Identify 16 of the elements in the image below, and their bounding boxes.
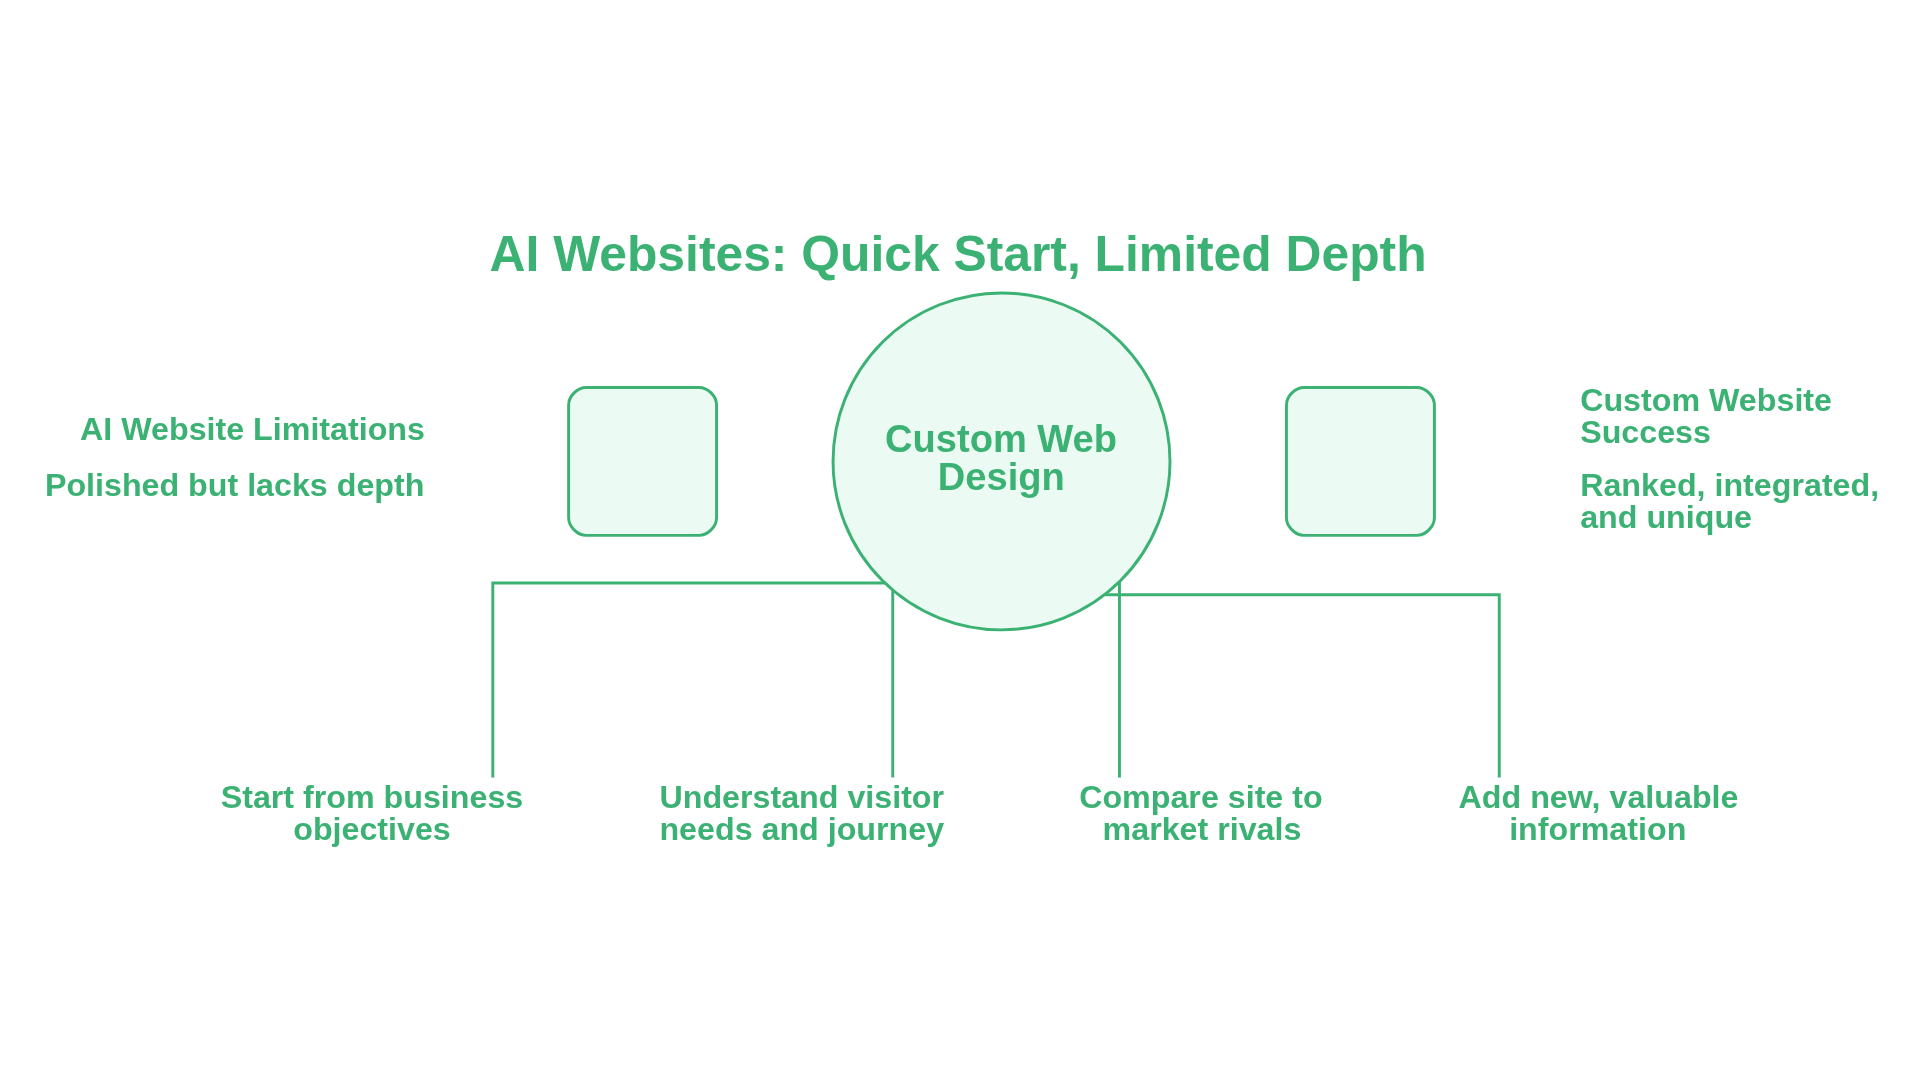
- node-label: AI Website Limitations: [79, 410, 425, 447]
- connector: [890, 589, 894, 777]
- node-text: Add new, valuable information: [1458, 778, 1738, 847]
- node-label: Ranked, integrated, and unique: [1579, 466, 1879, 535]
- diagram-title: AI Websites: Quick Start, Limited Depth: [489, 225, 1427, 282]
- node-box: [1284, 385, 1436, 537]
- node-label: Polished but lacks depth: [44, 466, 424, 503]
- node-box: [566, 385, 718, 537]
- connector: [490, 581, 885, 777]
- connector: [1117, 581, 1121, 778]
- connector: [1104, 592, 1501, 777]
- node-text: Understand visitor needs and journey: [658, 778, 944, 847]
- node-label: Custom Website Success: [1579, 381, 1832, 450]
- node-text: Start from business objectives: [220, 778, 523, 847]
- node-circle: Custom Web Design: [831, 290, 1171, 631]
- node-text: Compare site to market rivals: [1078, 778, 1323, 847]
